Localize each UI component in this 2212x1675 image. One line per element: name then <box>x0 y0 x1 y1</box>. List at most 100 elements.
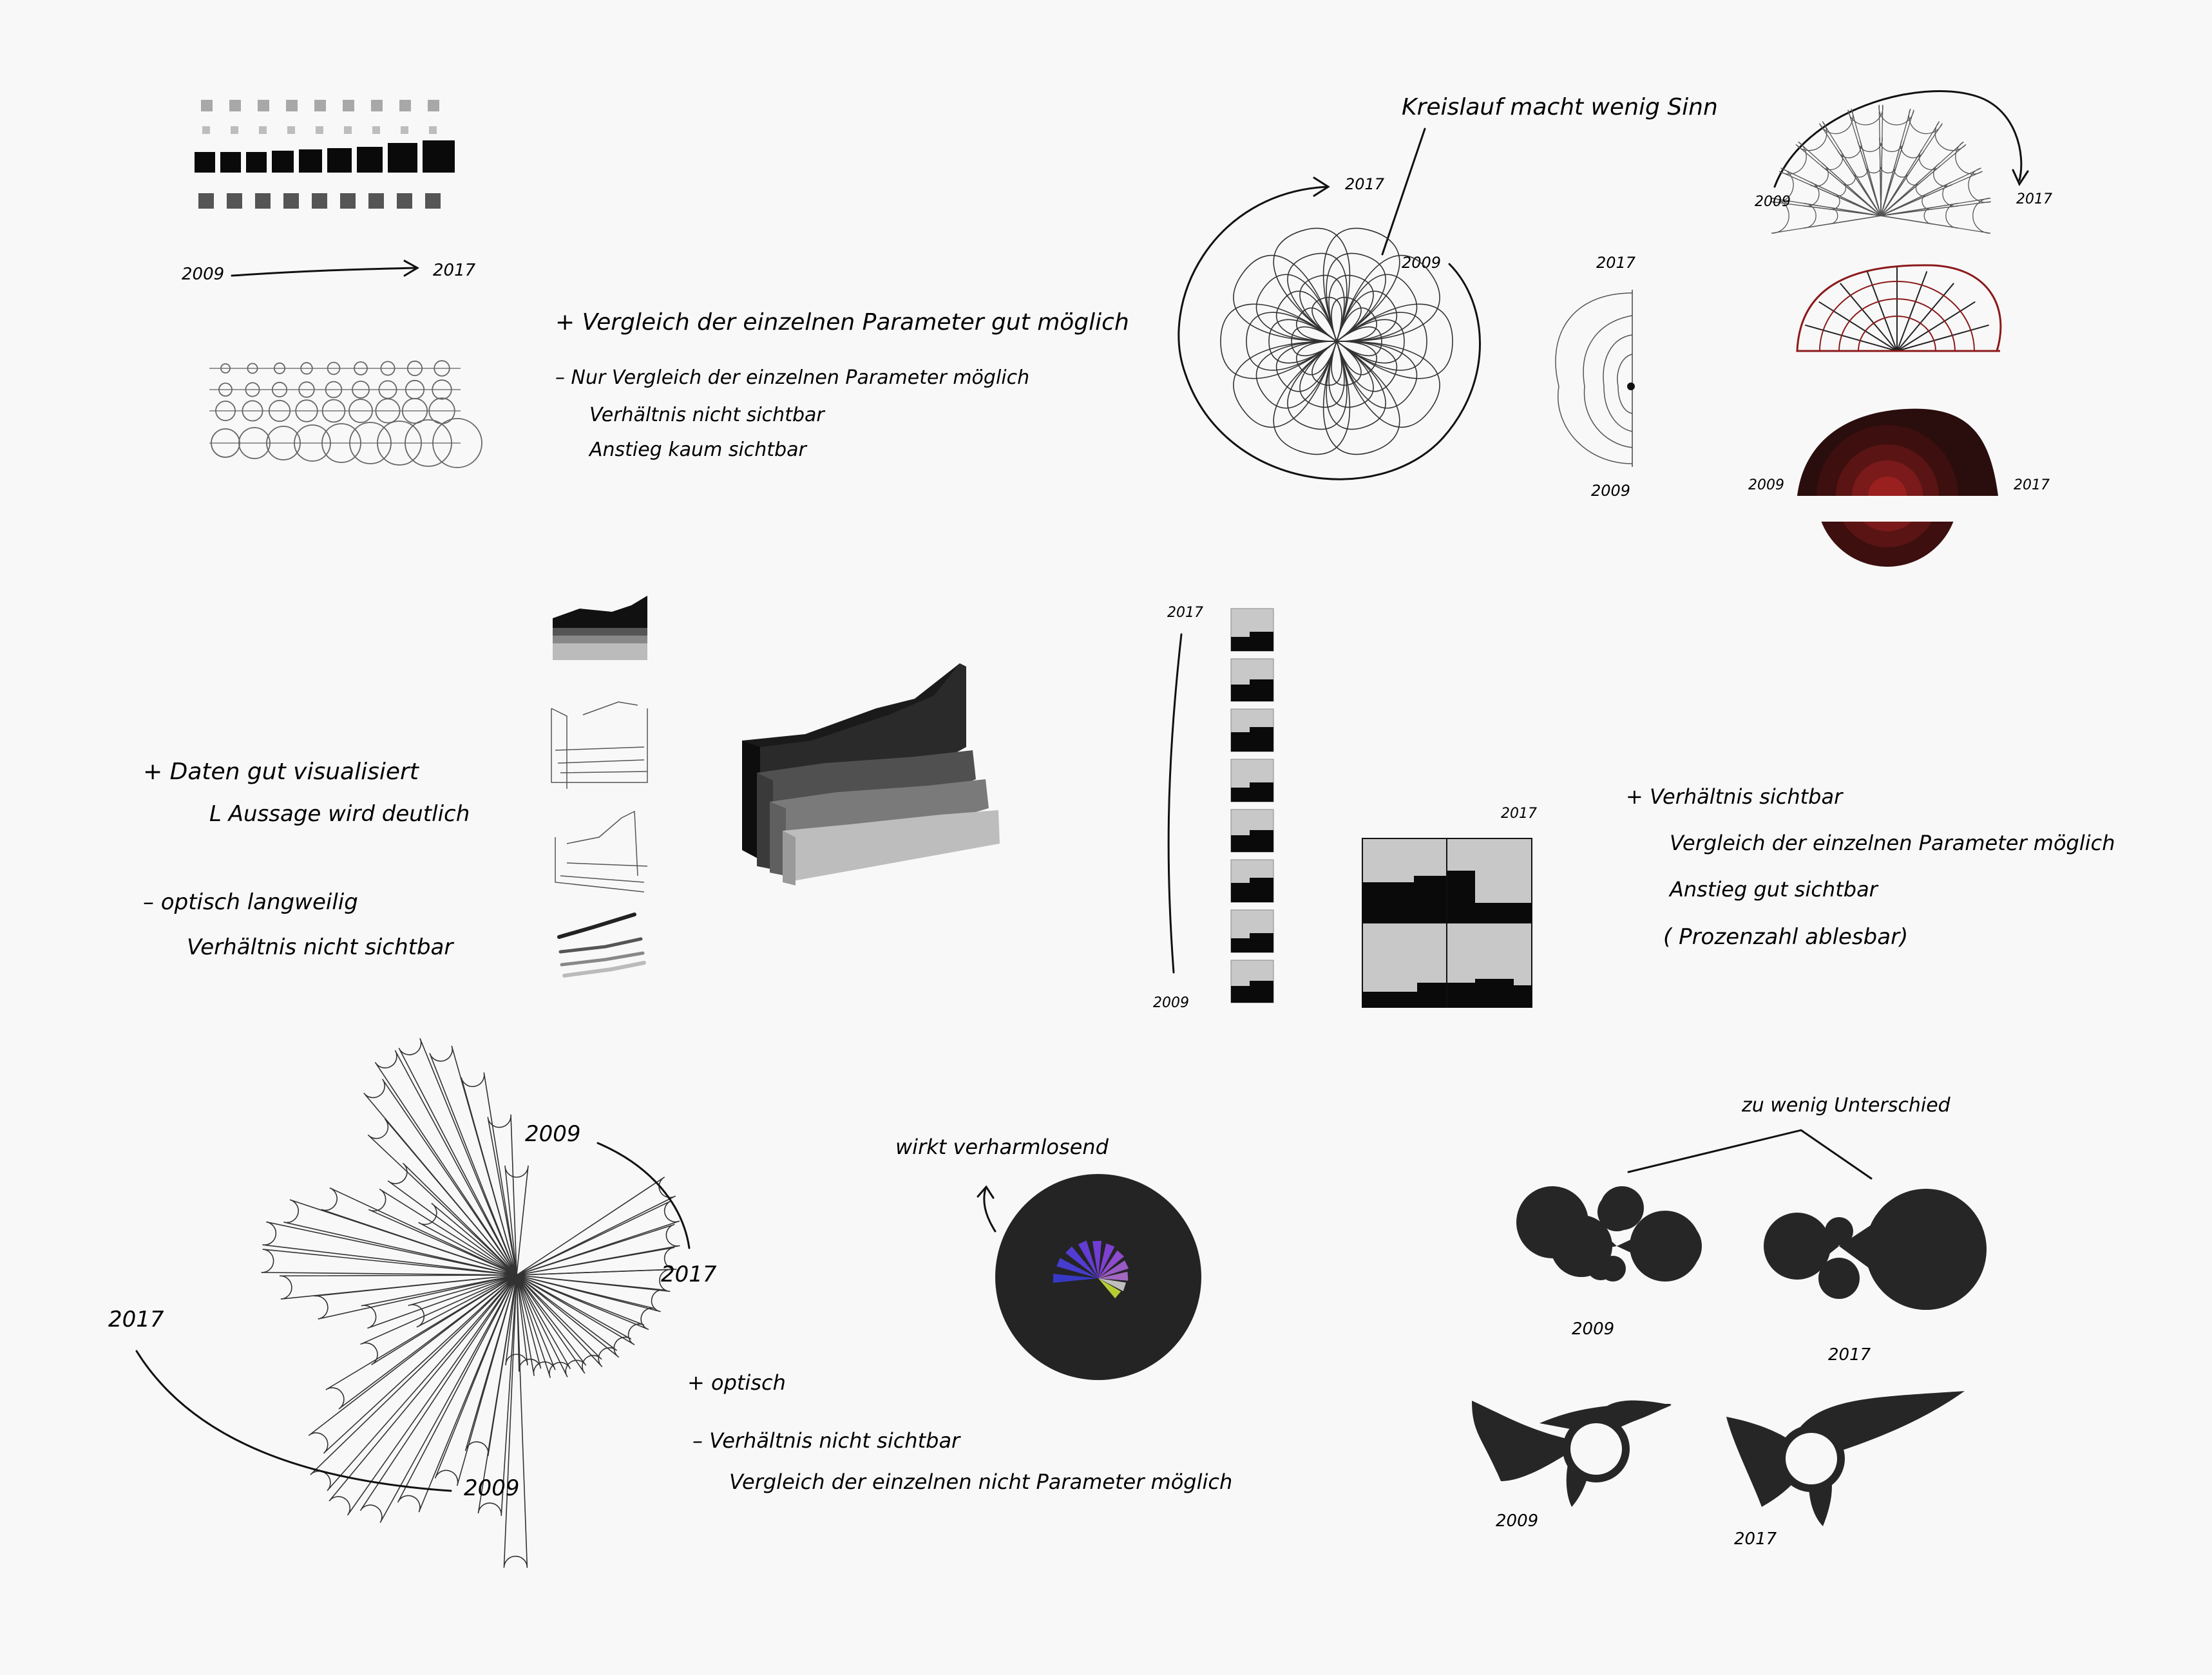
radial-petal <box>487 1114 517 1276</box>
circle-mark <box>298 381 315 398</box>
mini-fan-blade <box>1078 1240 1098 1278</box>
flower-petal <box>1335 319 1405 364</box>
radial-petal <box>367 1119 517 1276</box>
flower-petal <box>1268 319 1338 364</box>
stack-axis <box>1167 633 1183 974</box>
circle-mark <box>349 422 392 464</box>
sketch-squares-circles: 2009 2017 + Vergleich der einzelnen Para… <box>182 100 1129 468</box>
semi-petal <box>1880 198 1991 234</box>
radial-petal <box>418 1202 517 1276</box>
sketch-glyphs: zu wenig Unterschied 2009 2017 <box>1472 1094 1987 1549</box>
circle-mark <box>348 399 373 423</box>
circle-mark <box>266 426 301 460</box>
flower-petal <box>1331 297 1362 343</box>
flower-petal <box>1335 326 1382 357</box>
circle-mark <box>295 399 318 422</box>
semi-petal <box>1778 141 1882 216</box>
square <box>428 100 439 111</box>
sketch-stacked: 2017 2009 2017 + Verhältnis sichtbar Ver… <box>1153 605 2115 1011</box>
circle-mark <box>294 424 331 462</box>
flower-petal <box>1331 340 1362 386</box>
radial-petals <box>261 1038 680 1568</box>
cons-note-3: Anstieg kaum sichtbar <box>588 439 807 461</box>
circle-mark <box>321 399 346 423</box>
square <box>195 152 215 173</box>
heat-semicircle: 2009 2017 <box>1748 408 2050 567</box>
flower-note: Kreislauf macht wenig Sinn <box>1402 94 1718 120</box>
stack-block-fill <box>1231 727 1273 752</box>
square <box>227 193 242 209</box>
radial-petal <box>516 1274 556 1376</box>
radial-petal <box>374 1050 517 1276</box>
circle-rows <box>209 360 482 468</box>
glyph-note-bracket <box>1627 1129 1873 1180</box>
glyph-label-c: 2009 <box>1496 1511 1538 1531</box>
circle-mark <box>242 400 263 422</box>
radial-petal <box>516 1177 676 1276</box>
square <box>372 126 380 134</box>
semi-petal <box>1847 104 1883 216</box>
cons-note-2: Verhältnis nicht sichtbar <box>589 404 825 426</box>
radial-petal <box>503 1274 528 1568</box>
semi-petal <box>1819 108 1882 216</box>
flower-petal <box>1311 297 1342 343</box>
square <box>429 126 437 134</box>
radial-pros: + optisch <box>687 1370 786 1395</box>
semi-petal <box>1771 167 1882 216</box>
square <box>344 126 352 134</box>
flower-petal <box>1328 340 1374 408</box>
stack-year-top: 2017 <box>1167 605 1203 621</box>
radial-petal <box>516 1274 571 1378</box>
radial-petal <box>321 1187 517 1276</box>
flower-petal <box>1335 290 1398 342</box>
circle-mark <box>245 382 260 397</box>
grid-chart <box>1362 838 1532 1008</box>
flower-petal <box>1326 340 1386 430</box>
radial-petal <box>516 1224 680 1276</box>
square <box>388 143 417 173</box>
red-spoke <box>1896 283 1954 352</box>
year-start-label: 2009 <box>182 265 224 284</box>
radial-petal <box>308 1274 517 1454</box>
circle-mark <box>432 379 452 400</box>
square <box>286 100 298 111</box>
semi-petal <box>1880 141 1983 216</box>
flower-petal <box>1335 274 1418 342</box>
half-bottom-label: 2009 <box>1591 482 1630 500</box>
flower-petal <box>1233 341 1338 428</box>
square <box>327 148 352 173</box>
flower-petal <box>1255 274 1338 342</box>
semi-petal <box>1880 108 1943 216</box>
timeline-arrow <box>231 267 417 277</box>
radial-petal <box>262 1221 517 1276</box>
flower-petal <box>1335 312 1427 371</box>
red-spoke <box>1818 301 1898 352</box>
semi-petal <box>1851 165 1882 216</box>
semi-petal <box>1865 163 1882 216</box>
radial-petal <box>434 1274 517 1486</box>
flower-petal <box>1233 254 1338 342</box>
red-spoke <box>1896 324 1989 352</box>
circle-mark <box>377 421 422 466</box>
circle-mark <box>380 361 396 376</box>
spiral-arrow <box>1178 185 1481 480</box>
mini-fan-blade <box>1098 1243 1115 1278</box>
circle-note-arrow <box>983 1187 996 1233</box>
radial-petal <box>461 1072 517 1276</box>
circle-mark <box>352 381 370 399</box>
radial-petal <box>504 1165 529 1276</box>
square <box>371 100 383 111</box>
square <box>229 100 241 111</box>
layered-3d-chart <box>742 663 1000 885</box>
stack-block-fill <box>1231 933 1273 952</box>
square <box>202 126 210 134</box>
glyph-label-d: 2017 <box>1734 1529 1777 1549</box>
mini-fan-blade <box>1098 1250 1124 1278</box>
red-spoke <box>1896 301 1976 352</box>
radial-petal <box>516 1274 587 1377</box>
square <box>272 151 294 173</box>
square <box>246 152 267 173</box>
stack-block-fill <box>1231 981 1273 1003</box>
circle-note: wirkt verharmlosend <box>895 1135 1109 1159</box>
